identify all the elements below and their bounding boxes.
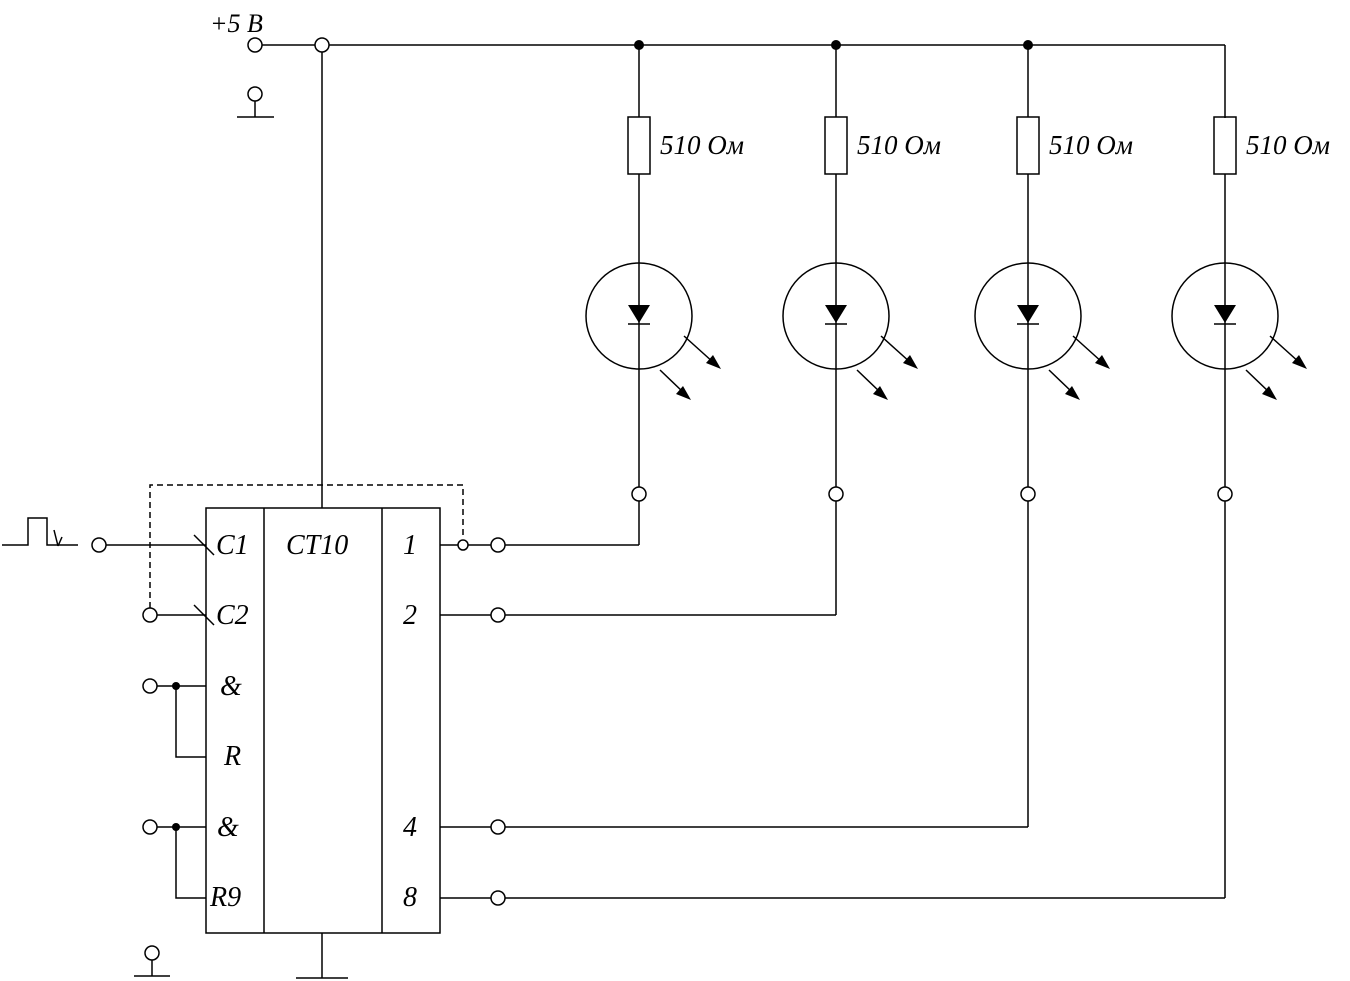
resistor-4-label: 510 Ом [1246,130,1330,160]
led-1-icon [585,262,721,400]
pin-and-2-label: & [217,812,239,843]
pin-r-label: R [223,741,241,772]
resistor-3 [1016,116,1040,175]
resistor-3-label: 510 Ом [1049,130,1133,160]
output-1-terminal[interactable] [490,537,506,553]
chip-title: CT10 [286,530,348,561]
reset-9-terminal[interactable] [142,819,158,835]
output-2-terminal[interactable] [490,607,506,623]
supply-label: +5 В [210,9,263,38]
resistor-1 [627,116,651,175]
counter-chip [205,507,441,979]
branch-3 [505,45,1110,828]
clock-input-terminal[interactable] [91,537,107,553]
clock-pulse-icon [2,517,78,547]
resistor-2 [824,116,848,175]
output-8-terminal[interactable] [490,890,506,906]
branch-1 [505,45,721,546]
resistor-1-label: 510 Ом [660,130,744,160]
ground-symbol-top [237,86,274,118]
pin-c1-label: C1 [216,530,249,561]
pin-4-label: 4 [403,812,417,843]
branch-2 [505,45,918,616]
jumper-wire [149,484,464,608]
pin-2-label: 2 [403,600,417,631]
resistor-2-label: 510 Ом [857,130,941,160]
pin-and-1-label: & [220,671,242,702]
supply-rail [247,37,1226,508]
resistor-4 [1213,116,1237,175]
chip-power-terminal[interactable] [314,37,330,53]
pin-8-label: 8 [403,882,417,913]
supply-terminal[interactable] [247,37,263,53]
branch-4 [505,116,1307,899]
led-4-icon [1171,262,1307,400]
led-2-icon [782,262,918,400]
pin-1-label: 1 [403,530,417,561]
c2-input-terminal[interactable] [142,607,158,623]
reset-1-terminal[interactable] [142,678,158,694]
led-3-icon [974,262,1110,400]
ground-symbol-bottom [134,945,170,977]
output-4-terminal[interactable] [490,819,506,835]
pin-r9-label: R9 [209,882,241,913]
pin-c2-label: C2 [216,600,249,631]
